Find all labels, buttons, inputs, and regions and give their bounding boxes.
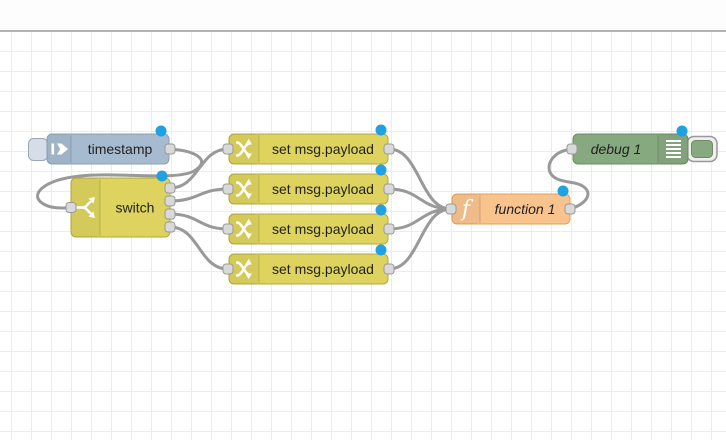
node-change-1[interactable]: set msg.payload: [222, 124, 395, 165]
inject-icon-region: [47, 134, 71, 164]
unsaved-changes-dot: [155, 125, 167, 137]
node-change-2[interactable]: set msg.payload: [222, 164, 395, 205]
change-output-port[interactable]: [383, 143, 395, 155]
function-input-port[interactable]: [445, 203, 457, 215]
wire-switch-out4-to-change4[interactable]: [168, 225, 230, 271]
change-shuffle-icon: [235, 218, 252, 240]
change-input-port[interactable]: [222, 223, 234, 235]
inject-node-label: timestamp: [88, 141, 153, 157]
change-shuffle-icon: [235, 178, 252, 200]
unsaved-changes-dot: [676, 125, 688, 137]
unsaved-changes-dot: [375, 244, 387, 256]
change-shuffle-icon: [235, 138, 252, 160]
change-output-port[interactable]: [383, 263, 395, 275]
function-node-label: function 1: [495, 201, 556, 217]
wire-timestamp-to-switch[interactable]: [36, 147, 204, 210]
node-inject-timestamp[interactable]: timestamp: [28, 125, 176, 165]
toolbar-band: [0, 0, 726, 32]
node-debug-1[interactable]: debug 1: [566, 125, 718, 165]
unsaved-changes-dot: [375, 164, 387, 176]
inject-arrow-icon: [51, 143, 68, 155]
change-node-label: set msg.payload: [272, 261, 374, 277]
change-node-label: set msg.payload: [272, 181, 374, 197]
unsaved-changes-dot: [156, 170, 168, 182]
unsaved-changes-dot: [557, 185, 569, 197]
function-icon-region: [452, 194, 480, 224]
wire-change4-to-function[interactable]: [387, 207, 453, 271]
switch-node-label: switch: [116, 200, 155, 216]
node-switch[interactable]: switch: [65, 170, 176, 238]
node-function-1[interactable]: f function 1: [445, 185, 576, 225]
wires: [36, 147, 590, 271]
wire-switch-out2-to-change2[interactable]: [168, 187, 230, 203]
change-output-port[interactable]: [383, 223, 395, 235]
change-node-label: set msg.payload: [272, 141, 374, 157]
inject-button[interactable]: [28, 138, 48, 161]
wire-function-to-debug[interactable]: [547, 147, 590, 211]
change-output-port[interactable]: [383, 183, 395, 195]
debug-node-label: debug 1: [591, 141, 642, 157]
switch-fork-icon: [75, 197, 95, 218]
node-change-4[interactable]: set msg.payload: [222, 244, 395, 285]
change-shuffle-icon: [235, 258, 252, 280]
debug-console-lines-icon: [666, 140, 681, 158]
unsaved-changes-dot: [375, 124, 387, 136]
wire-switch-out1-to-change1[interactable]: [168, 147, 230, 190]
inject-output-port[interactable]: [164, 143, 176, 155]
switch-output-port-2[interactable]: [164, 195, 176, 207]
debug-input-port[interactable]: [566, 143, 578, 155]
switch-output-port-4[interactable]: [164, 221, 176, 233]
change-input-port[interactable]: [222, 143, 234, 155]
change-node-label: set msg.payload: [272, 221, 374, 237]
wire-switch-out3-to-change3[interactable]: [168, 212, 230, 231]
wire-change1-to-function[interactable]: [387, 147, 453, 211]
function-output-port[interactable]: [564, 203, 576, 215]
change-input-port[interactable]: [222, 183, 234, 195]
switch-input-port[interactable]: [65, 202, 77, 213]
switch-output-port-1[interactable]: [164, 182, 176, 194]
switch-output-port-3[interactable]: [164, 208, 176, 220]
change-input-port[interactable]: [222, 263, 234, 275]
node-change-3[interactable]: set msg.payload: [222, 204, 395, 245]
unsaved-changes-dot: [375, 204, 387, 216]
debug-toggle-inner: [691, 140, 713, 158]
